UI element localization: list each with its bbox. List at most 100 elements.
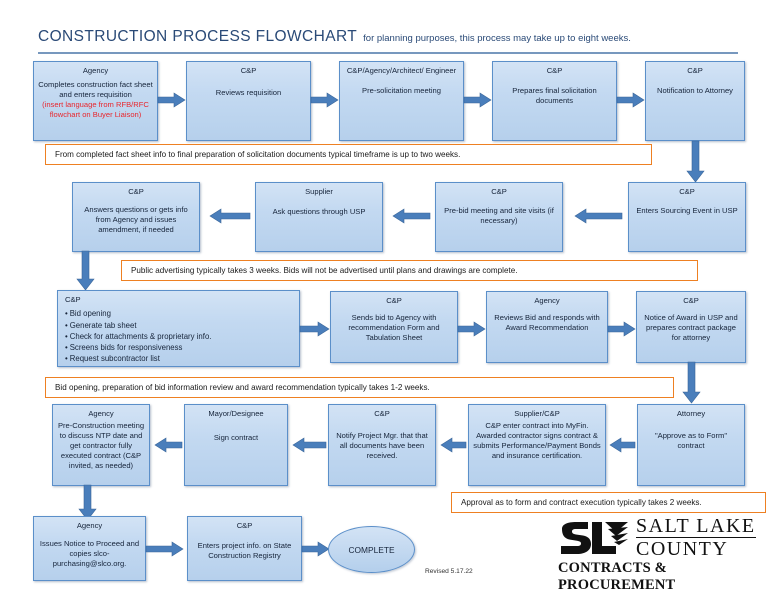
- node-notice-of-award[interactable]: C&P Notice of Award in USP and prepares …: [636, 291, 746, 363]
- note-public-advertising: Public advertising typically takes 3 wee…: [121, 260, 698, 281]
- node-header: C&P: [687, 66, 703, 75]
- node-cp-answers-questions[interactable]: C&P Answers questions or gets info from …: [72, 182, 200, 252]
- node-issues-notice-to-proceed[interactable]: Agency Issues Notice to Proceed and copi…: [33, 516, 146, 581]
- list-item: Screens bids for responsiveness: [65, 342, 211, 353]
- node-header: C&P: [683, 296, 699, 305]
- arrow-2: [310, 92, 339, 108]
- node-header: Agency: [88, 409, 114, 418]
- node-header: Supplier/C&P: [514, 409, 560, 418]
- node-pre-solicitation-meeting[interactable]: C&P/Agency/Architect/ Engineer Pre-solic…: [339, 61, 464, 141]
- node-body: Issues Notice to Proceed and copies slco…: [39, 539, 140, 569]
- node-body: C&P enter contract into MyFin. Awarded c…: [473, 421, 601, 461]
- node-header: Agency: [82, 66, 109, 75]
- title-divider: [38, 52, 738, 54]
- note-timeframe-two-weeks: From completed fact sheet info to final …: [45, 144, 652, 165]
- node-body: Enters Sourcing Event in USP: [636, 206, 738, 216]
- node-header: C&P/Agency/Architect/ Engineer: [346, 66, 457, 75]
- node-enters-project-info[interactable]: C&P Enters project info. on State Constr…: [187, 516, 302, 581]
- node-body: Ask questions through USP: [272, 207, 366, 217]
- logo-line2: COUNTY: [636, 538, 729, 560]
- node-body: Prepares final solicitation documents: [512, 86, 597, 106]
- logo-line3: CONTRACTS & PROCUREMENT: [558, 560, 676, 593]
- arrow-6-left: [570, 208, 623, 224]
- note-text: Public advertising typically takes 3 wee…: [131, 266, 518, 275]
- arrow-18-down: [78, 484, 97, 521]
- node-mayor-sign-contract[interactable]: Mayor/Designee Sign contract: [184, 404, 288, 486]
- list-item: Bid opening: [65, 308, 211, 319]
- arrow-5-down: [686, 140, 705, 183]
- node-body: Pre-Construction meeting to discuss NTP …: [57, 421, 145, 470]
- arrow-7-left: [388, 208, 431, 224]
- node-pre-bid-meeting[interactable]: C&P Pre-bid meeting and site visits (if …: [435, 182, 563, 252]
- title-subtitle: for planning purposes, this process may …: [363, 33, 631, 44]
- arrow-10: [299, 321, 330, 337]
- arrow-20: [301, 541, 330, 557]
- arrow-11: [457, 321, 486, 337]
- node-body: Notification to Attorney: [657, 86, 733, 96]
- note-approval-form: Approval as to form and contract executi…: [451, 492, 766, 513]
- node-body: Reviews Bid and responds with Award Reco…: [494, 313, 600, 333]
- node-complete-terminator[interactable]: COMPLETE: [328, 526, 415, 573]
- node-body: Answers questions or gets info from Agen…: [84, 205, 188, 235]
- bid-opening-bullets: Bid opening Generate tab sheet Check for…: [65, 308, 212, 364]
- arrow-9-down: [76, 250, 95, 291]
- revision-text: Revised 5.17.22: [425, 568, 473, 575]
- node-notify-project-mgr[interactable]: C&P Notify Project Mgr. that that all do…: [328, 404, 436, 486]
- arrow-3: [463, 92, 492, 108]
- node-agency-reviews-bid[interactable]: Agency Reviews Bid and responds with Awa…: [486, 291, 608, 363]
- logo-line1: SALT LAKE: [636, 515, 756, 538]
- node-supplier-cp-contract[interactable]: Supplier/C&P C&P enter contract into MyF…: [468, 404, 606, 486]
- node-header: Supplier: [305, 187, 333, 196]
- note-text: From completed fact sheet info to final …: [55, 150, 461, 159]
- node-header: Mayor/Designee: [208, 409, 264, 418]
- sl-monogram-icon: [561, 522, 628, 554]
- node-body: Sends bid to Agency with recommendation …: [348, 313, 440, 343]
- node-header: C&P: [491, 187, 507, 196]
- arrow-8-left: [205, 208, 251, 224]
- node-header: C&P: [240, 66, 257, 75]
- node-cp-reviews-requisition[interactable]: C&P Reviews requisition: [186, 61, 311, 141]
- node-sends-bid-to-agency[interactable]: C&P Sends bid to Agency with recommendat…: [330, 291, 458, 363]
- arrow-14-left: [605, 437, 636, 453]
- node-body: Sign contract: [213, 433, 259, 443]
- logo-wordmark: SALT LAKE COUNTY: [636, 516, 756, 560]
- node-attorney-approve-as-to-form[interactable]: Attorney "Approve as to Form" contract: [637, 404, 745, 486]
- node-notification-to-attorney[interactable]: C&P Notification to Attorney: [645, 61, 745, 141]
- node-header: C&P: [374, 409, 390, 418]
- arrow-1: [157, 92, 186, 108]
- terminator-label: COMPLETE: [348, 544, 395, 555]
- node-enters-sourcing-event[interactable]: C&P Enters Sourcing Event in USP: [628, 182, 746, 252]
- node-note-red: (insert language from RFB/RFC flowchart …: [42, 100, 149, 120]
- node-header: Attorney: [676, 409, 706, 418]
- arrow-12: [607, 321, 636, 337]
- node-body: Notice of Award in USP and prepares cont…: [644, 313, 738, 343]
- node-header: Agency: [534, 296, 560, 305]
- node-header: C&P: [386, 296, 402, 305]
- arrow-4: [616, 92, 645, 108]
- node-cp-bid-opening[interactable]: C&P Bid opening Generate tab sheet Check…: [57, 290, 300, 367]
- node-agency-fact-sheet[interactable]: Agency Completes construction fact sheet…: [33, 61, 158, 141]
- node-body: Pre-bid meeting and site visits (if nece…: [444, 206, 554, 226]
- note-text: Approval as to form and contract executi…: [461, 498, 702, 507]
- node-header: C&P: [128, 187, 144, 196]
- note-text: Bid opening, preparation of bid informat…: [55, 383, 430, 392]
- arrow-13-down: [682, 361, 701, 404]
- arrow-16-left: [288, 437, 327, 453]
- node-body: Enters project info. on State Constructi…: [197, 541, 292, 561]
- node-body: "Approve as to Form" contract: [654, 431, 728, 451]
- title-main: CONSTRUCTION PROCESS FLOWCHART: [38, 28, 358, 45]
- salt-lake-county-logo: SALT LAKE COUNTY CONTRACTS & PROCUREMENT: [558, 516, 758, 593]
- page-title: CONSTRUCTION PROCESS FLOWCHART for planni…: [38, 28, 738, 46]
- node-body: Reviews requisition: [215, 88, 282, 98]
- node-supplier-ask-questions[interactable]: Supplier Ask questions through USP: [255, 182, 383, 252]
- arrow-19: [145, 541, 184, 557]
- node-header: C&P: [236, 521, 253, 530]
- node-body: Completes construction fact sheet and en…: [38, 80, 153, 100]
- node-header: C&P: [679, 187, 695, 196]
- node-prepares-final-solicitation[interactable]: C&P Prepares final solicitation document…: [492, 61, 617, 141]
- node-pre-construction-meeting[interactable]: Agency Pre-Construction meeting to discu…: [52, 404, 150, 486]
- node-header: C&P: [546, 66, 563, 75]
- list-item: Check for attachments & proprietary info…: [65, 331, 212, 342]
- list-item: Request subcontractor list: [65, 353, 211, 364]
- arrow-15-left: [436, 437, 467, 453]
